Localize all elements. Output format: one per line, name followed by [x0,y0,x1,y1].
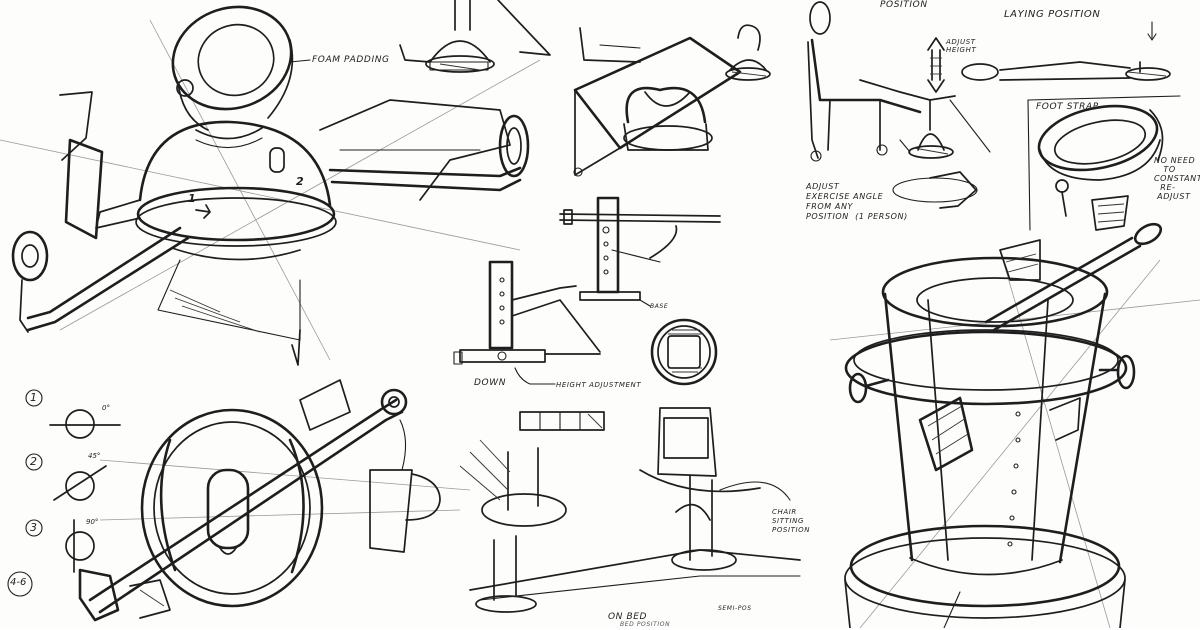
dial-mark-one: 1 [188,192,196,205]
angle-step-number: 2 [30,455,37,468]
dial-mark-two: 2 [296,175,304,188]
label-sitting-position: CHAIR SITTING POSITION [772,508,811,534]
label-base: BASE [650,303,669,310]
triangle-stand-sketch [573,24,771,177]
label-foot-strap: FOOT STRAP [1036,102,1099,112]
label-position-top: POSITION [880,0,928,10]
pedal-stand-sketch [399,0,551,73]
angle-step-angle: 45° [88,452,101,460]
label-bed-position: BED POSITION [620,621,671,628]
angle-step-number: 3 [30,521,37,534]
height-adjustment-sketch [453,196,721,386]
label-down: DOWN [474,378,507,388]
circular-frame-sketch [78,379,471,622]
angle-steps-sketch [7,389,121,597]
label-on-bed: ON BED [608,612,648,622]
bed-position-sketch [459,407,801,613]
angle-step-number: 4-6 [10,577,27,588]
label-no-need-readjust: NO NEED TO CONSTANTLY RE- ADJUST [1154,156,1200,201]
label-foam-padding: FOAM PADDING [312,55,390,65]
dome-device-sketch [0,5,541,366]
cylinder-device-sketch [829,222,1200,628]
angle-step-number: 1 [30,391,37,404]
chair-position-sketch [807,1,1171,209]
label-adjust-height: ADJUST HEIGHT [946,38,977,54]
label-laying-position: LAYING POSITION [1004,9,1101,20]
label-semi-pos: SEMI-POS [718,605,752,612]
foot-strap-sketch [1027,95,1181,231]
label-adjust-exercise-angle: ADJUST EXERCISE ANGLE FROM ANY POSITION … [806,182,908,221]
angle-step-angle: 0° [102,404,110,412]
label-height-adjustment: HEIGHT ADJUSTMENT [556,381,642,389]
angle-step-angle: 90° [86,518,99,526]
